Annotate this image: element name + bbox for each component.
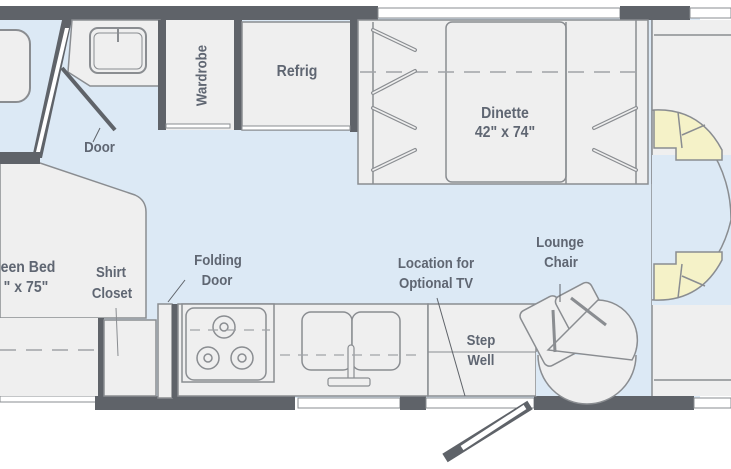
refrigerator [241,20,358,132]
dinette-label: Dinette [481,105,529,122]
optional-tv-label: Location for [397,255,475,272]
cab-area [651,20,731,396]
top-wall [0,6,731,20]
dinette [357,19,653,185]
folding-door-label: Folding [194,252,242,269]
dinette-size-label: 42" x 74" [474,124,536,141]
passenger-seat [653,251,723,301]
wardrobe [158,20,242,130]
refrig-label: Refrig [276,63,318,80]
driver-seat [653,109,723,161]
wardrobe-label: Wardrobe [193,44,211,107]
shirt-closet-label: Shirt [95,264,127,281]
lounge-chair [519,281,639,405]
step-well [427,297,537,397]
shirt-closet-label-2: Closet [91,285,133,302]
stove [181,303,275,383]
bath-door-label: Door [84,139,115,156]
queen-bed-size-label: " x 75" [3,279,49,296]
bottom-wall [0,395,731,410]
step-well-label-2: Well [467,352,495,369]
folding-door-label-2: Door [201,272,233,289]
lounge-chair-label-2: Chair [544,254,578,271]
lounge-chair-label: Lounge [536,234,584,251]
bathroom [0,19,161,159]
queen-bed [0,158,147,396]
optional-tv-label-2: Optional TV [398,275,474,292]
kitchen-sink [280,311,420,387]
step-well-label: Step [466,332,496,349]
queen-bed-label: een Bed [0,259,56,276]
entry-door [442,400,533,463]
shirt-closet [98,307,157,398]
